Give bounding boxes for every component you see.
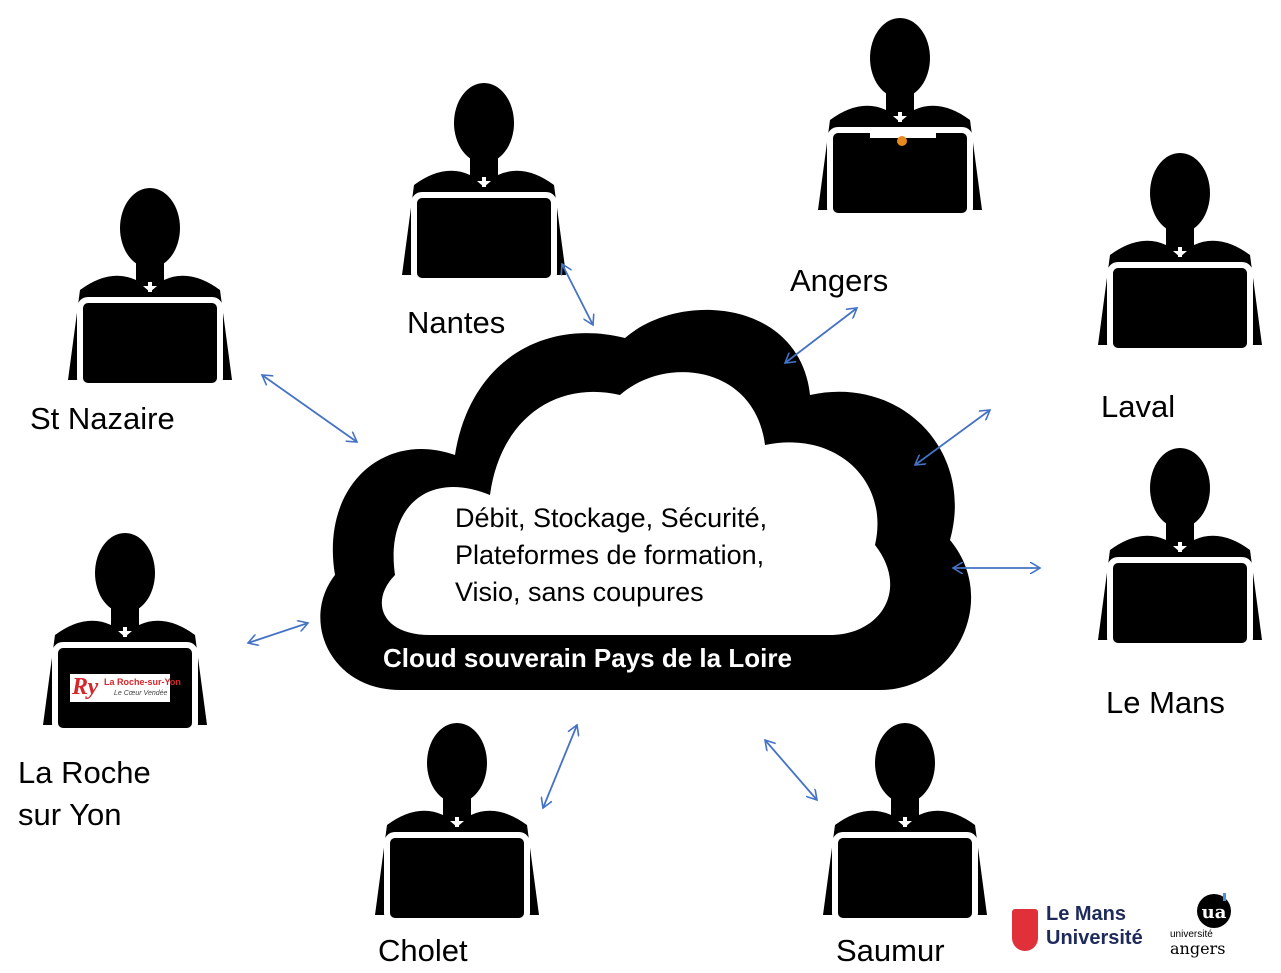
- roche-logo-sub: Le Cœur Vendée: [114, 690, 168, 697]
- le-mans-shield-icon: [1012, 909, 1038, 951]
- label-la-roche-line2: sur Yon: [18, 797, 122, 832]
- label-saumur: Saumur: [836, 933, 945, 968]
- roche-logo-name: La Roche-sur-Yon: [104, 677, 181, 687]
- label-nantes: Nantes: [407, 305, 506, 340]
- label-la-roche-line1: La Roche: [18, 755, 151, 790]
- ua-logo-line1: université: [1170, 929, 1213, 940]
- cloud-title: Cloud souverain Pays de la Loire: [383, 643, 792, 673]
- user-laval-icon: [1098, 153, 1262, 351]
- ua-mark-icon: ua: [1197, 893, 1231, 928]
- arrow-nantes: [562, 264, 593, 325]
- arrow-st-nazaire: [262, 375, 357, 442]
- user-saumur-icon: [823, 723, 987, 921]
- user-nantes-icon: [402, 83, 566, 281]
- svg-text:ua: ua: [1202, 902, 1227, 923]
- cloud-line-1: Débit, Stockage, Sécurité,: [455, 503, 768, 533]
- user-cholet-icon: [375, 723, 539, 921]
- arrow-saumur: [765, 740, 817, 800]
- roche-logo-mark: Ry: [72, 674, 99, 700]
- cloud-line-2: Plateformes de formation,: [455, 540, 765, 570]
- label-le-mans: Le Mans: [1106, 685, 1225, 720]
- angers-screen-bar: [870, 132, 936, 138]
- label-st-nazaire: St Nazaire: [30, 401, 175, 436]
- cloud-shape: [320, 309, 972, 690]
- arrow-laval: [915, 410, 990, 465]
- roche-logo: Ry La Roche-sur-Yon Le Cœur Vendée: [70, 674, 181, 702]
- label-laval: Laval: [1101, 389, 1176, 424]
- le-mans-logo-line2: Université: [1046, 927, 1143, 949]
- ua-logo-line2: angers: [1170, 939, 1226, 958]
- angers-screen-logo: [897, 136, 907, 146]
- universite-angers-logo: ua université angers: [1168, 893, 1248, 965]
- connection-arrows: [248, 264, 1040, 808]
- arrow-cholet: [543, 725, 577, 808]
- label-angers: Angers: [790, 263, 889, 298]
- user-le-mans-icon: [1098, 448, 1262, 646]
- arrow-angers: [785, 308, 857, 363]
- user-st-nazaire-icon: [68, 188, 232, 386]
- label-cholet: Cholet: [378, 933, 468, 968]
- le-mans-universite-logo: Le Mans Université: [1012, 903, 1162, 959]
- cloud-description: Débit, Stockage, Sécurité, Plateformes d…: [455, 500, 767, 611]
- arrow-la-roche: [248, 623, 308, 643]
- cloud-line-3: Visio, sans coupures: [455, 577, 704, 607]
- le-mans-logo-line1: Le Mans: [1046, 903, 1127, 925]
